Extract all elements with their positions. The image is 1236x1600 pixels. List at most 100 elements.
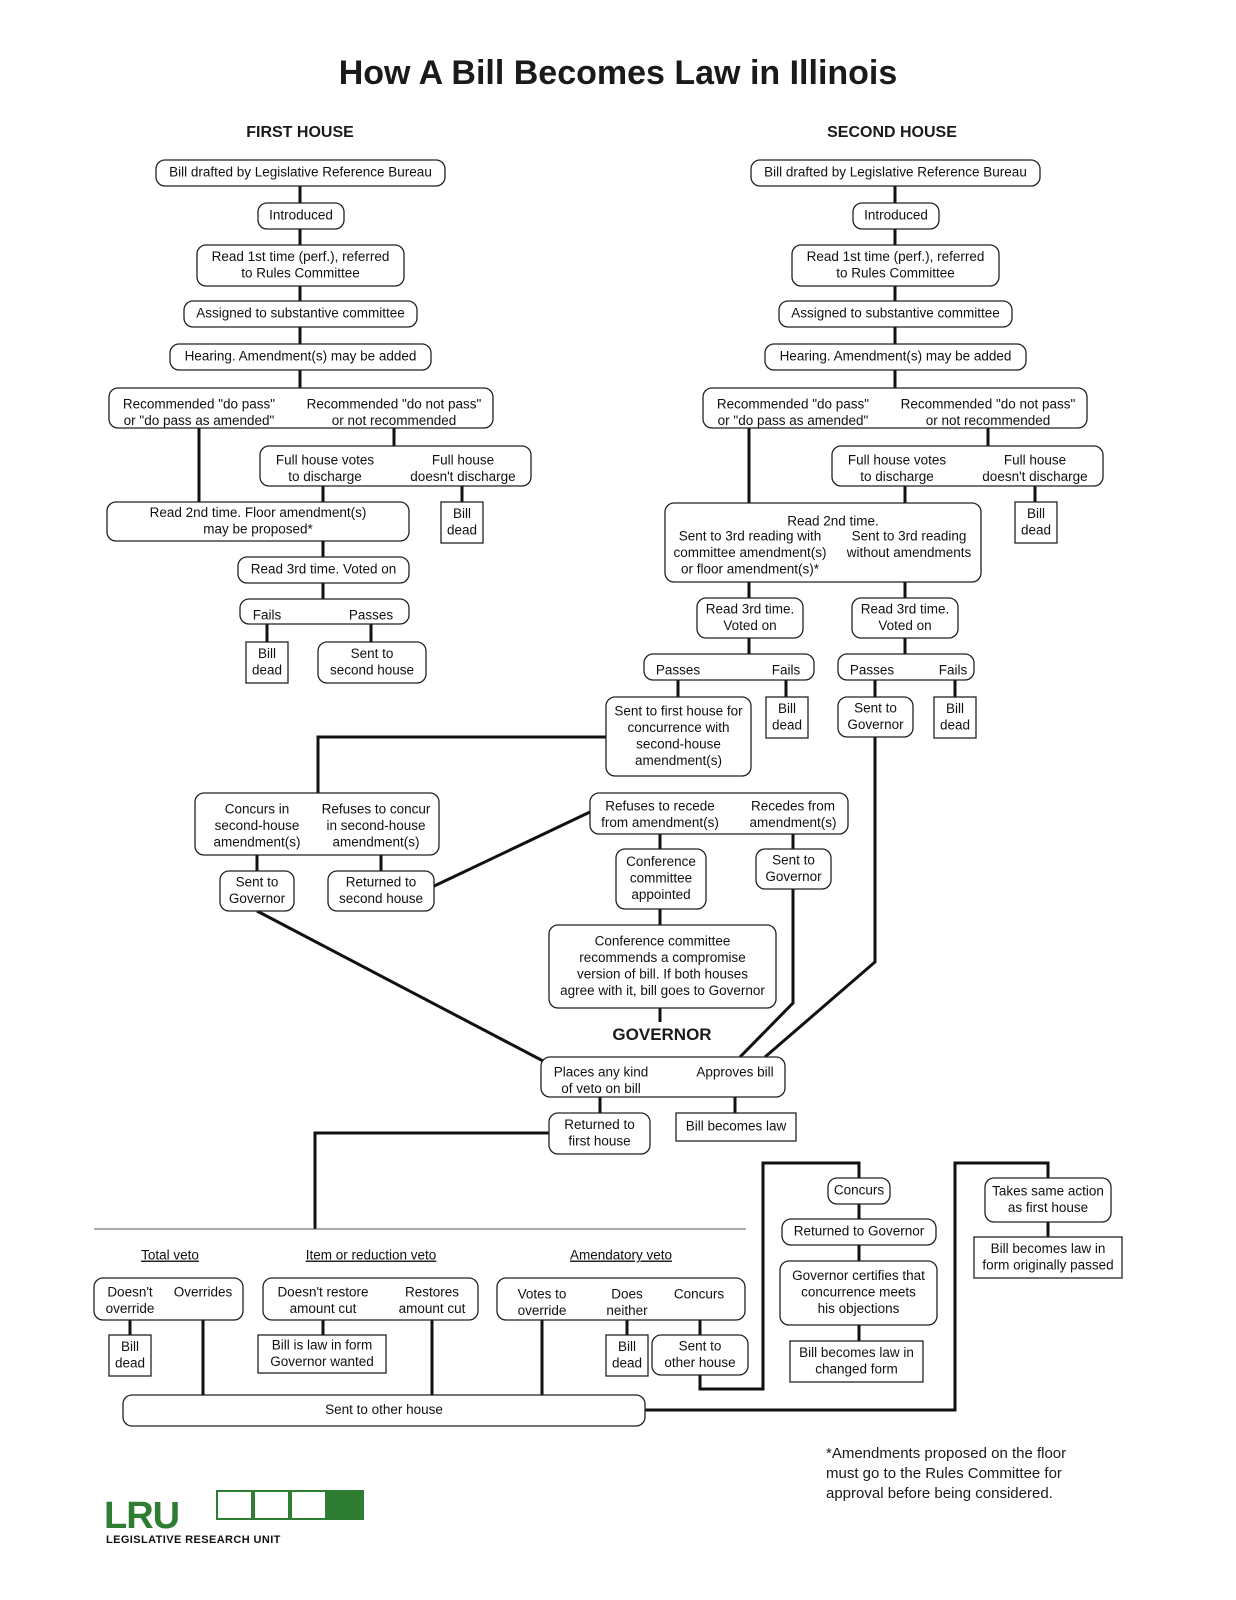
sh-dead2-text: Bill (778, 701, 796, 716)
sh-read3a-box (696, 597, 804, 639)
vt-dead1-text: Bill (121, 1339, 139, 1354)
fh-read3-node: Read 3rd time. Voted on (237, 556, 410, 584)
fh-drafted-node: Bill drafted by Legislative Reference Bu… (155, 159, 446, 187)
fh-votes-discharge-text: to discharge (288, 469, 362, 484)
sh-read2-title-text: Read 2nd time. (787, 514, 879, 529)
fh-read2-text: Read 2nd time. Floor amendment(s) (150, 505, 367, 520)
sh-assigned-node: Assigned to substantive committee (778, 300, 1013, 328)
footnote: *Amendments proposed on the floor must g… (826, 1445, 1067, 1502)
fh-box-fp-frame (239, 598, 410, 625)
cc-concurs-text: second-house (215, 818, 300, 833)
fh-not-discharge-text: doesn't discharge (410, 469, 515, 484)
vt-law-form-text: Governor wanted (270, 1354, 374, 1369)
gv-veto-text: Places any kind (554, 1065, 649, 1080)
vt-law-form-text: Bill is law in form (272, 1337, 373, 1352)
sh-sent-gov-node: Sent to Governor (837, 696, 914, 738)
sh-read3b-text: Voted on (878, 618, 931, 633)
sh-hearing-node: Hearing. Amendment(s) may be added (764, 343, 1027, 371)
cc-conf-appointed-text: Conference (626, 854, 696, 869)
vt-dead2-box (605, 1334, 649, 1377)
sh-read2-title-node: Read 2nd time. (787, 514, 879, 529)
sh-box-disch-box (831, 445, 1104, 487)
sh-box-rec-box (702, 387, 1088, 429)
vt-votes-override-text: Votes to (518, 1287, 567, 1302)
sh-sent-gov-text: Governor (847, 717, 904, 732)
fh-passes-node: Passes (349, 608, 394, 623)
sh-box-read2-box (664, 502, 982, 583)
vt-law-form-box (257, 1334, 387, 1374)
fh-sent-second-box (317, 641, 427, 684)
vt-restores-text: Restores (405, 1285, 459, 1300)
sh-sent-gov-text: Sent to (854, 700, 897, 715)
sh-read3a-text: Voted on (723, 618, 776, 633)
vt-votes-override-text: override (518, 1303, 567, 1318)
sh-box-pfb-frame (837, 653, 975, 681)
vt-item-node: Item or reduction veto (306, 1248, 437, 1263)
sh-sent-first-text: amendment(s) (635, 753, 722, 768)
sh-rec-pass-node: Recommended "do pass"or "do pass as amen… (717, 397, 869, 429)
fh-rec-pass-text: Recommended "do pass" (123, 397, 275, 412)
vt-sent-other-bar-box (122, 1394, 646, 1427)
fh-dead2-box (245, 641, 289, 684)
sh-passes-b-node: Passes (850, 663, 895, 678)
vt-doesnt-override-text: Doesn't (107, 1285, 153, 1300)
cc-recedes-text: Recedes from (751, 799, 835, 814)
fh-drafted-box (155, 159, 446, 187)
vt-dead2-text: Bill (618, 1339, 636, 1354)
page-title: How A Bill Becomes Law in Illinois (338, 54, 898, 92)
cc-refuses-recede-text: Refuses to recede (605, 799, 715, 814)
sh-passes-b-text: Passes (850, 663, 895, 678)
gv-box-box (540, 1056, 786, 1098)
fh-fails-node: Fails (253, 608, 282, 623)
vt-gov-certifies-text: his objections (818, 1301, 900, 1316)
fh-assigned-text: Assigned to substantive committee (196, 306, 405, 321)
sh-rec-notpass-text: Recommended "do not pass" (901, 397, 1076, 412)
cc-conf-appointed-text: appointed (631, 887, 690, 902)
cc-concurs-text: Concurs in (225, 802, 290, 817)
fh-box-disch-box (259, 445, 532, 487)
sh-dead3-text: dead (940, 717, 970, 732)
logo-subtitle: LEGISLATIVE RESEARCH UNIT (106, 1534, 281, 1546)
gv-approves-node: Approves bill (696, 1065, 773, 1080)
cc-refuses-text: Refuses to concur (322, 802, 431, 817)
sh-sent-gov-box (837, 696, 914, 738)
fh-read2-text: may be proposed* (203, 521, 313, 536)
connector-lines (94, 186, 1050, 1412)
fh-rec-pass-node: Recommended "do pass"or "do pass as amen… (123, 397, 275, 429)
sh-hearing-box (764, 343, 1027, 371)
sh-passes-a-text: Passes (656, 663, 701, 678)
vt-dead2-text: dead (612, 1355, 642, 1370)
cc-refuses-text: amendment(s) (332, 835, 419, 850)
fh-drafted-text: Bill drafted by Legislative Reference Bu… (169, 165, 432, 180)
sh-read1-text: to Rules Committee (836, 265, 955, 280)
vt-does-neither-text: neither (606, 1303, 648, 1318)
vt-returned-gov-node: Returned to Governor (781, 1218, 937, 1246)
sh-box-disch-frame (831, 445, 1104, 487)
sh-box-rec-frame (702, 387, 1088, 429)
sh-dead2-box (765, 696, 809, 739)
fh-read2-box (106, 501, 410, 542)
vt-law-changed-box (789, 1340, 924, 1383)
vt-oh-concurs-text: Concurs (834, 1183, 885, 1198)
fh-rec-notpass-text: or not recommended (332, 413, 457, 428)
sh-box-pfa-frame (643, 653, 815, 681)
gv-returned-first-text: Returned to (564, 1117, 635, 1132)
sh-introduced-node: Introduced (852, 202, 940, 230)
sh-dead3-box (933, 696, 977, 739)
fh-box-rec-box (108, 387, 494, 429)
governor-header: GOVERNOR (612, 1025, 712, 1044)
fh-hearing-node: Hearing. Amendment(s) may be added (169, 343, 432, 371)
